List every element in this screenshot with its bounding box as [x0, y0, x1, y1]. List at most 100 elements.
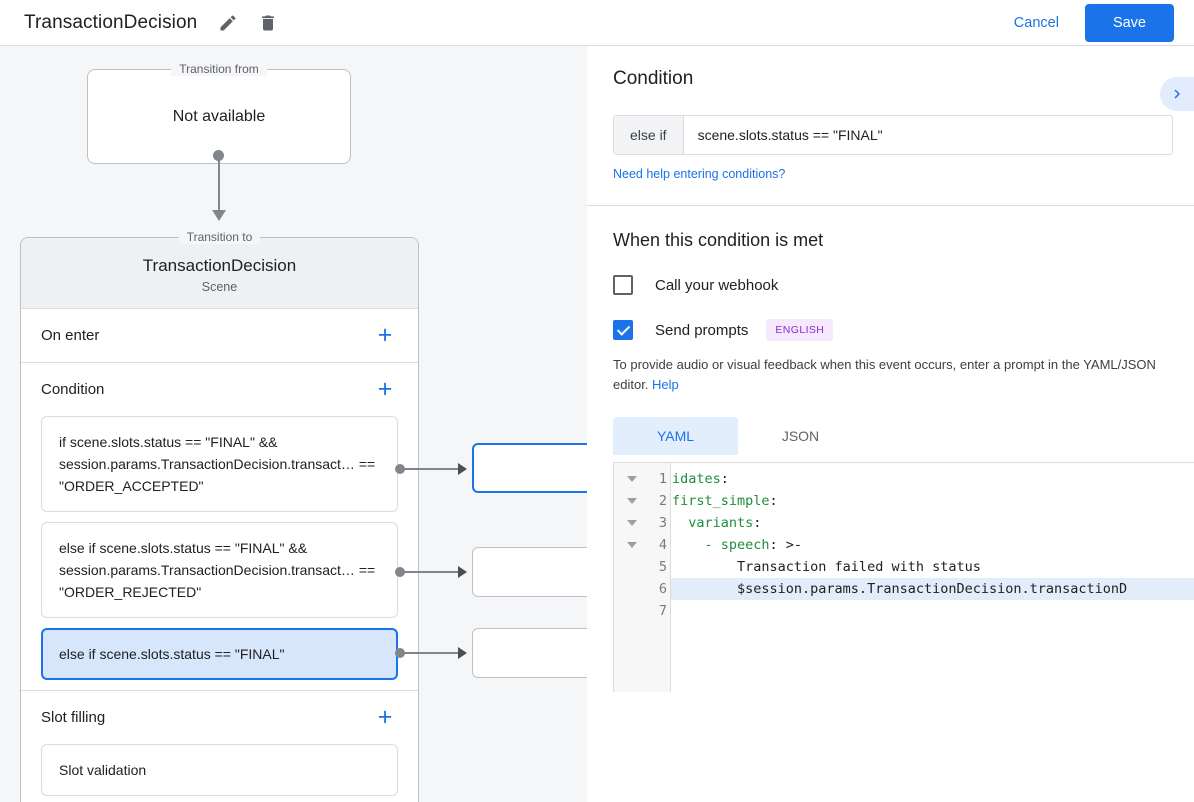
connector-arrowhead	[212, 210, 226, 221]
chevron-right-icon-glyph	[1174, 89, 1180, 99]
transition-from-card[interactable]: Transition from Not available	[87, 62, 351, 164]
code-yaml-text: Transaction failed with status	[672, 559, 981, 575]
plus-icon-condition[interactable]: +	[377, 375, 393, 403]
code-yaml-key: first_simple	[672, 493, 770, 509]
code-fold-toggle[interactable]	[614, 490, 649, 512]
plus-icon-on-enter[interactable]: +	[377, 321, 393, 349]
call-webhook-checkbox[interactable]	[613, 275, 633, 295]
scene-type: Scene	[201, 280, 238, 294]
language-badge: ENGLISH	[766, 319, 834, 341]
panel-body-section: When this condition is met Call your web…	[587, 206, 1194, 692]
code-fold-empty	[614, 600, 649, 622]
plus-icon-slot-filling[interactable]: +	[377, 703, 393, 731]
pencil-icon[interactable]	[211, 6, 245, 40]
tab-json[interactable]: JSON	[781, 428, 820, 444]
save-button[interactable]: Save	[1084, 3, 1174, 42]
section-on-enter: On enter +	[21, 309, 418, 363]
connector-arrowhead	[458, 647, 467, 659]
section-title-slot-filling: Slot filling	[41, 709, 106, 726]
send-prompts-description-text: To provide audio or visual feedback when…	[613, 357, 1156, 392]
code-fold-toggle[interactable]	[614, 534, 649, 556]
code-fold-toggle[interactable]	[614, 468, 649, 490]
code-yaml-punct: : >-	[769, 537, 803, 553]
code-yaml-punct: :	[753, 515, 762, 531]
triangle-down-icon	[626, 476, 637, 482]
when-condition-met-title: When this condition is met	[613, 230, 824, 250]
code-fold-gutter[interactable]	[614, 463, 649, 692]
section-title-on-enter: On enter	[41, 327, 100, 344]
code-line-number: 4	[658, 537, 667, 553]
code-line-number: 1	[658, 471, 667, 487]
condition-expression-input[interactable]	[683, 116, 1172, 154]
triangle-down-icon	[626, 520, 637, 526]
code-line-number-gutter: 1 2 3 4 5 6 7	[649, 463, 671, 692]
connector-arrowhead	[458, 566, 467, 578]
condition-input-row[interactable]: else if	[613, 115, 1173, 155]
cancel-button[interactable]: Cancel	[1000, 6, 1073, 40]
triangle-down-icon	[626, 542, 637, 548]
connector-line	[400, 468, 462, 470]
condition-item-selected[interactable]: else if scene.slots.status == "FINAL"	[41, 628, 398, 680]
app-header: TransactionDecision Cancel Save	[0, 0, 1194, 46]
scene-graph-canvas[interactable]: Transition from Not available Transition…	[0, 46, 587, 802]
send-prompts-description: To provide audio or visual feedback when…	[613, 355, 1173, 395]
code-line[interactable]	[671, 600, 1194, 622]
target-card[interactable]	[472, 443, 587, 493]
connector-line	[400, 652, 462, 654]
slot-validation-item[interactable]: Slot validation	[41, 744, 398, 796]
chevron-right-icon[interactable]	[1160, 77, 1194, 111]
send-prompts-checkbox[interactable]	[613, 320, 633, 340]
editor-format-tabs[interactable]: YAML JSON	[613, 417, 1168, 455]
code-line[interactable]: first_simple:	[671, 490, 1194, 512]
transition-to-card[interactable]: Transition to TransactionDecision Scene …	[20, 230, 419, 802]
code-yaml-key: idates	[672, 471, 721, 487]
scene-name: TransactionDecision	[142, 256, 297, 275]
pencil-icon-glyph	[220, 14, 236, 30]
code-line[interactable]: $session.params.TransactionDecision.tran…	[671, 578, 1194, 600]
transition-from-legend: Transition from	[171, 62, 267, 76]
tab-yaml[interactable]: YAML	[613, 417, 738, 455]
condition-prefix-label: else if	[614, 116, 684, 154]
connector-line	[400, 571, 462, 573]
section-condition: Condition + if scene.slots.status == "FI…	[21, 363, 418, 691]
code-line[interactable]: idates:	[671, 468, 1194, 490]
transition-to-legend: Transition to	[178, 230, 261, 244]
code-text-area[interactable]: idates:first_simple: variants: - speech:…	[671, 463, 1194, 692]
send-prompts-row[interactable]: Send prompts ENGLISH	[613, 319, 1168, 341]
section-title-condition: Condition	[41, 381, 105, 398]
code-fold-empty	[614, 578, 649, 600]
code-fold-empty	[614, 556, 649, 578]
connector-arrowhead	[458, 463, 467, 475]
code-yaml-punct: :	[769, 493, 778, 509]
panel-top-section: Condition else if Need help entering con…	[587, 46, 1194, 183]
code-line[interactable]: variants:	[671, 512, 1194, 534]
triangle-down-icon	[626, 498, 637, 504]
target-card[interactable]	[472, 628, 587, 678]
code-line-number: 6	[658, 581, 667, 597]
send-prompts-label: Send prompts	[655, 321, 749, 339]
code-line-number: 2	[658, 493, 667, 509]
section-header-on-enter: On enter +	[41, 309, 398, 362]
code-yaml-text: $session.params.TransactionDecision.tran…	[672, 581, 1128, 597]
code-yaml-punct: :	[720, 471, 729, 487]
condition-help-link[interactable]: Need help entering conditions?	[613, 167, 786, 181]
target-card[interactable]	[472, 547, 587, 597]
condition-item[interactable]: if scene.slots.status == "FINAL" && sess…	[41, 416, 398, 512]
code-line[interactable]: - speech: >-	[671, 534, 1194, 556]
prompts-help-link[interactable]: Help	[652, 377, 679, 392]
code-yaml-key: variants	[672, 515, 754, 531]
code-line-number: 7	[658, 603, 667, 619]
code-line[interactable]: Transaction failed with status	[671, 556, 1194, 578]
webhook-row[interactable]: Call your webhook	[613, 275, 1168, 295]
trash-icon[interactable]	[251, 6, 285, 40]
call-webhook-label: Call your webhook	[655, 276, 779, 294]
code-line-number: 5	[658, 559, 667, 575]
code-fold-toggle[interactable]	[614, 512, 649, 534]
connector-line	[218, 154, 220, 216]
condition-item[interactable]: else if scene.slots.status == "FINAL" &&…	[41, 522, 398, 618]
section-slot-filling: Slot filling + Slot validation	[21, 691, 418, 802]
code-line-number: 3	[658, 515, 667, 531]
panel-title: Condition	[613, 68, 694, 89]
scene-header: TransactionDecision Scene	[21, 238, 418, 309]
